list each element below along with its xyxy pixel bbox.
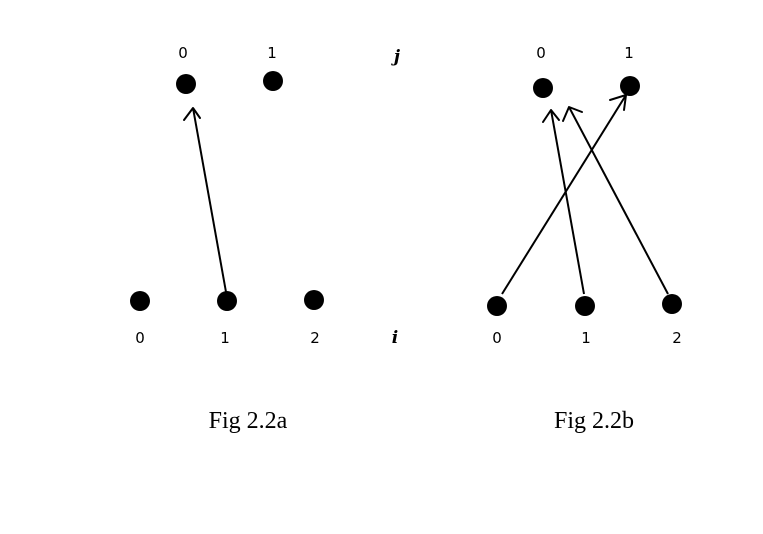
edge-i1-to-j0 (183, 107, 227, 293)
j-node-0 (176, 74, 196, 94)
i-node-label-0: 0 (135, 329, 145, 347)
i-node-2 (662, 294, 682, 314)
j-node-0 (533, 78, 553, 98)
figure-caption-b: Fig 2.2b (554, 408, 634, 434)
i-node-label-0: 0 (492, 329, 502, 347)
j-node-1 (620, 76, 640, 96)
i-node-label-1: 1 (220, 329, 230, 347)
edge-i0-to-j1 (501, 94, 627, 295)
j-axis-label: j (391, 47, 401, 67)
i-node-0 (487, 296, 507, 316)
i-node-2 (304, 290, 324, 310)
i-node-label-2: 2 (672, 329, 682, 347)
i-axis-label: i (392, 328, 398, 348)
j-node-1 (263, 71, 283, 91)
figure-a: 0 1 j 0 1 2 i Fig 2.2a (130, 44, 401, 434)
edge-i1-to-j0 (542, 109, 585, 295)
i-node-1 (575, 296, 595, 316)
j-node-label-0: 0 (536, 44, 546, 62)
edge-i2-to-j0 (562, 106, 669, 295)
i-node-1 (217, 291, 237, 311)
figure-b: 0 1 0 1 2 Fig 2.2b (487, 44, 682, 434)
j-node-label-0: 0 (178, 44, 188, 62)
j-node-label-1: 1 (267, 44, 277, 62)
i-node-label-2: 2 (310, 329, 320, 347)
i-node-0 (130, 291, 150, 311)
i-node-label-1: 1 (581, 329, 591, 347)
j-node-label-1: 1 (624, 44, 634, 62)
figure-caption-a: Fig 2.2a (209, 408, 288, 434)
